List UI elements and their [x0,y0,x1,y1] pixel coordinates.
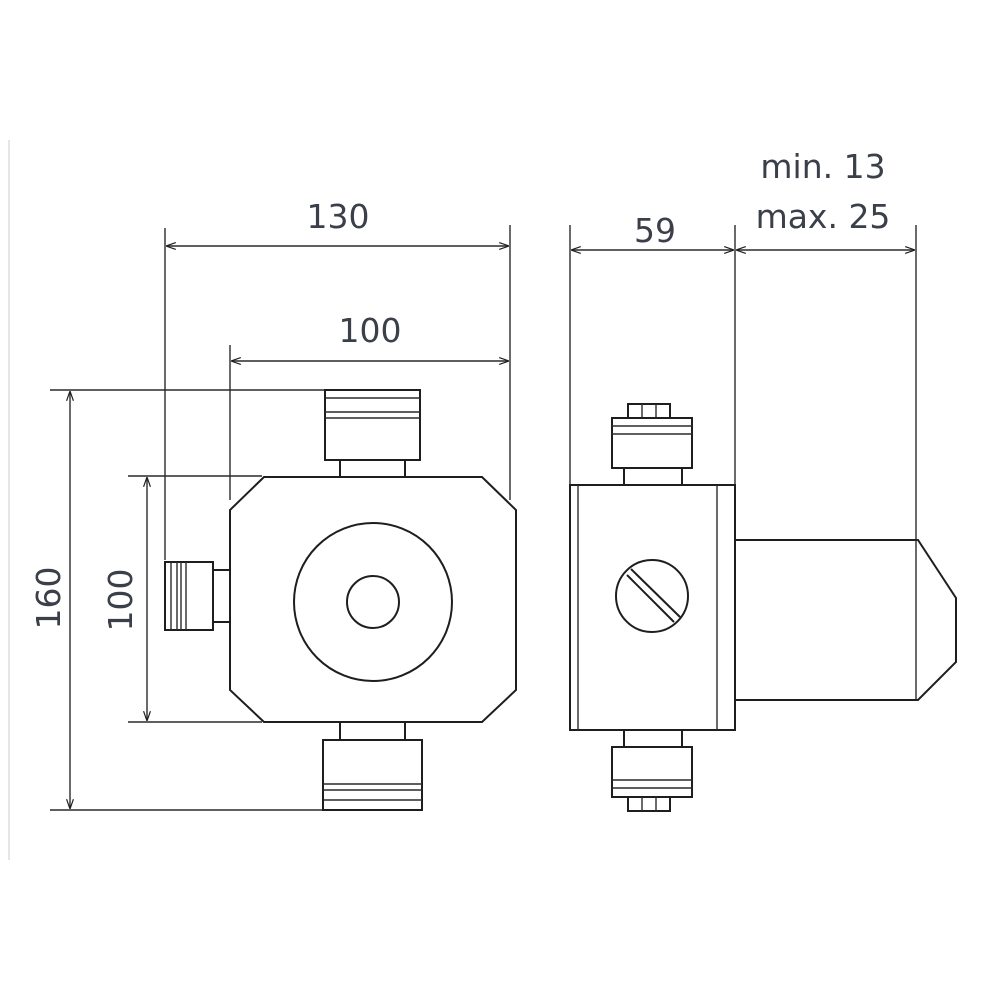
dimension-overall-height: 160 [29,389,362,811]
side-view: 59 min. 13 max. 25 [569,147,957,812]
junction-box-body [229,476,517,723]
lid-outer-ring [293,522,453,682]
lid-inner-ring [346,575,400,629]
dimension-depth: 59 [569,211,736,485]
dimension-body-height: 100 [101,475,262,723]
dimension-wall-thickness: min. 13 max. 25 [737,147,917,670]
left-cable-gland [164,561,231,631]
front-view: 130 100 160 100 [29,197,517,811]
dim-label-min: min. 13 [760,147,885,186]
dim-label-160: 160 [29,567,68,630]
dim-label-59: 59 [634,211,676,250]
side-body [569,484,736,731]
side-bottom-cable-gland [611,729,693,812]
side-top-cable-gland [611,403,693,486]
dimension-body-width: 100 [229,311,508,500]
dim-label-130: 130 [307,197,370,236]
screw-icon [615,559,689,633]
top-cable-gland [324,389,421,479]
dim-label-max: max. 25 [756,197,891,236]
bottom-cable-gland [322,721,423,811]
dim-label-100-horizontal: 100 [339,311,402,350]
dim-label-100-vertical: 100 [101,569,140,632]
mounting-spigot [734,539,957,701]
dimension-overall-width: 130 [164,197,511,560]
